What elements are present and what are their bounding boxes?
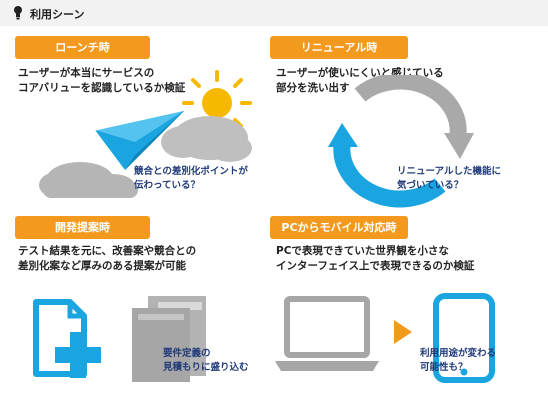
smartphone-icon bbox=[433, 293, 495, 383]
mobile-description: PCで表現できていた世界観を小さな インターフェイス上で表現できるのか検証 bbox=[276, 245, 475, 272]
proposal-tag: 開発提案時 bbox=[15, 216, 150, 239]
new-document-icon bbox=[33, 299, 101, 378]
mobile-tag: PCからモバイル対応時 bbox=[270, 216, 408, 239]
proposal-note: 要件定義の 見積もりに盛り込む bbox=[163, 348, 249, 373]
launch-note: 競合との差別化ポイントが 伝わっている？ bbox=[134, 166, 248, 191]
proposal-description: テスト結果を元に、改善案や競合との 差別化案など厚みのある提案が可能 bbox=[18, 245, 197, 272]
cloud-icon bbox=[161, 116, 252, 162]
arrow-right-icon bbox=[394, 320, 412, 344]
page-title: 利用シーン bbox=[30, 8, 85, 21]
paper-plane-icon bbox=[94, 109, 186, 170]
cloud-icon bbox=[39, 162, 138, 198]
documents-icon bbox=[132, 296, 206, 382]
sun-icon bbox=[182, 70, 252, 128]
cycle-arrows-icon bbox=[328, 75, 474, 208]
renewal-note: リニューアルした機能に 気づいている？ bbox=[397, 166, 502, 191]
laptop-icon bbox=[275, 296, 379, 371]
section-header: 利用シーン bbox=[0, 0, 548, 26]
renewal-tag: リニューアル時 bbox=[270, 36, 408, 59]
lightbulb-icon bbox=[14, 6, 22, 20]
mobile-note: 利用用途が変わる 可能性も？ bbox=[420, 348, 497, 373]
launch-description: ユーザーが本当にサービスの コアバリューを認識しているか検証 bbox=[18, 67, 186, 94]
launch-illustration bbox=[39, 70, 252, 198]
launch-tag: ローンチ時 bbox=[15, 36, 150, 59]
